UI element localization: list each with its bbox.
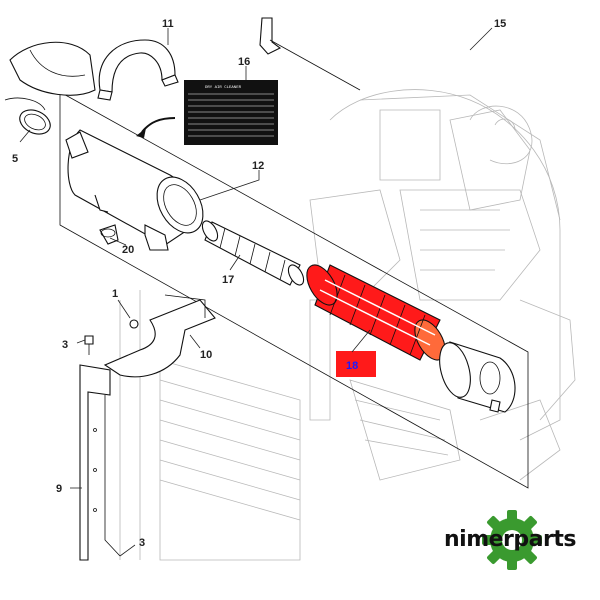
end-cover xyxy=(439,341,516,413)
callout-3-upper: 3 xyxy=(62,339,68,351)
callout-20: 20 xyxy=(122,244,134,256)
decal-arrow xyxy=(141,117,176,133)
air-cleaner-housing xyxy=(65,129,204,251)
callout-1: 1 xyxy=(112,288,118,300)
radiator-background xyxy=(119,290,301,561)
callout-16: 16 xyxy=(238,56,250,68)
decal-title: DRY AIR CLEANER xyxy=(205,86,242,90)
nut xyxy=(129,319,139,329)
gear-icon xyxy=(482,510,542,570)
vacuator-valve xyxy=(99,224,119,245)
hose-clamp xyxy=(19,109,51,135)
callout-11: 11 xyxy=(162,18,174,30)
brand-logo-text: nimerparts xyxy=(444,527,576,552)
callout-9: 9 xyxy=(56,483,62,495)
primary-filter-element xyxy=(306,264,446,361)
safety-filter-element xyxy=(201,220,305,286)
engine-background xyxy=(309,89,576,481)
mounting-strap xyxy=(97,39,179,101)
callout-17: 17 xyxy=(222,274,234,286)
mounting-panel-outline xyxy=(59,91,529,489)
callout-3-lower: 3 xyxy=(139,537,145,549)
callout-15: 15 xyxy=(494,18,506,30)
leader-lines xyxy=(19,27,493,557)
highlight-label-box xyxy=(336,351,376,377)
bolt-upper xyxy=(84,335,94,355)
callout-10: 10 xyxy=(200,349,212,361)
intake-hose xyxy=(4,41,96,111)
support-bracket xyxy=(103,294,216,378)
decal-sticker: DRY AIR CLEANER xyxy=(184,80,278,145)
callout-12: 12 xyxy=(252,160,264,172)
top-bracket xyxy=(259,17,361,91)
callout-18: 18 xyxy=(346,360,358,372)
vertical-support xyxy=(79,364,121,561)
callout-5: 5 xyxy=(12,153,18,165)
